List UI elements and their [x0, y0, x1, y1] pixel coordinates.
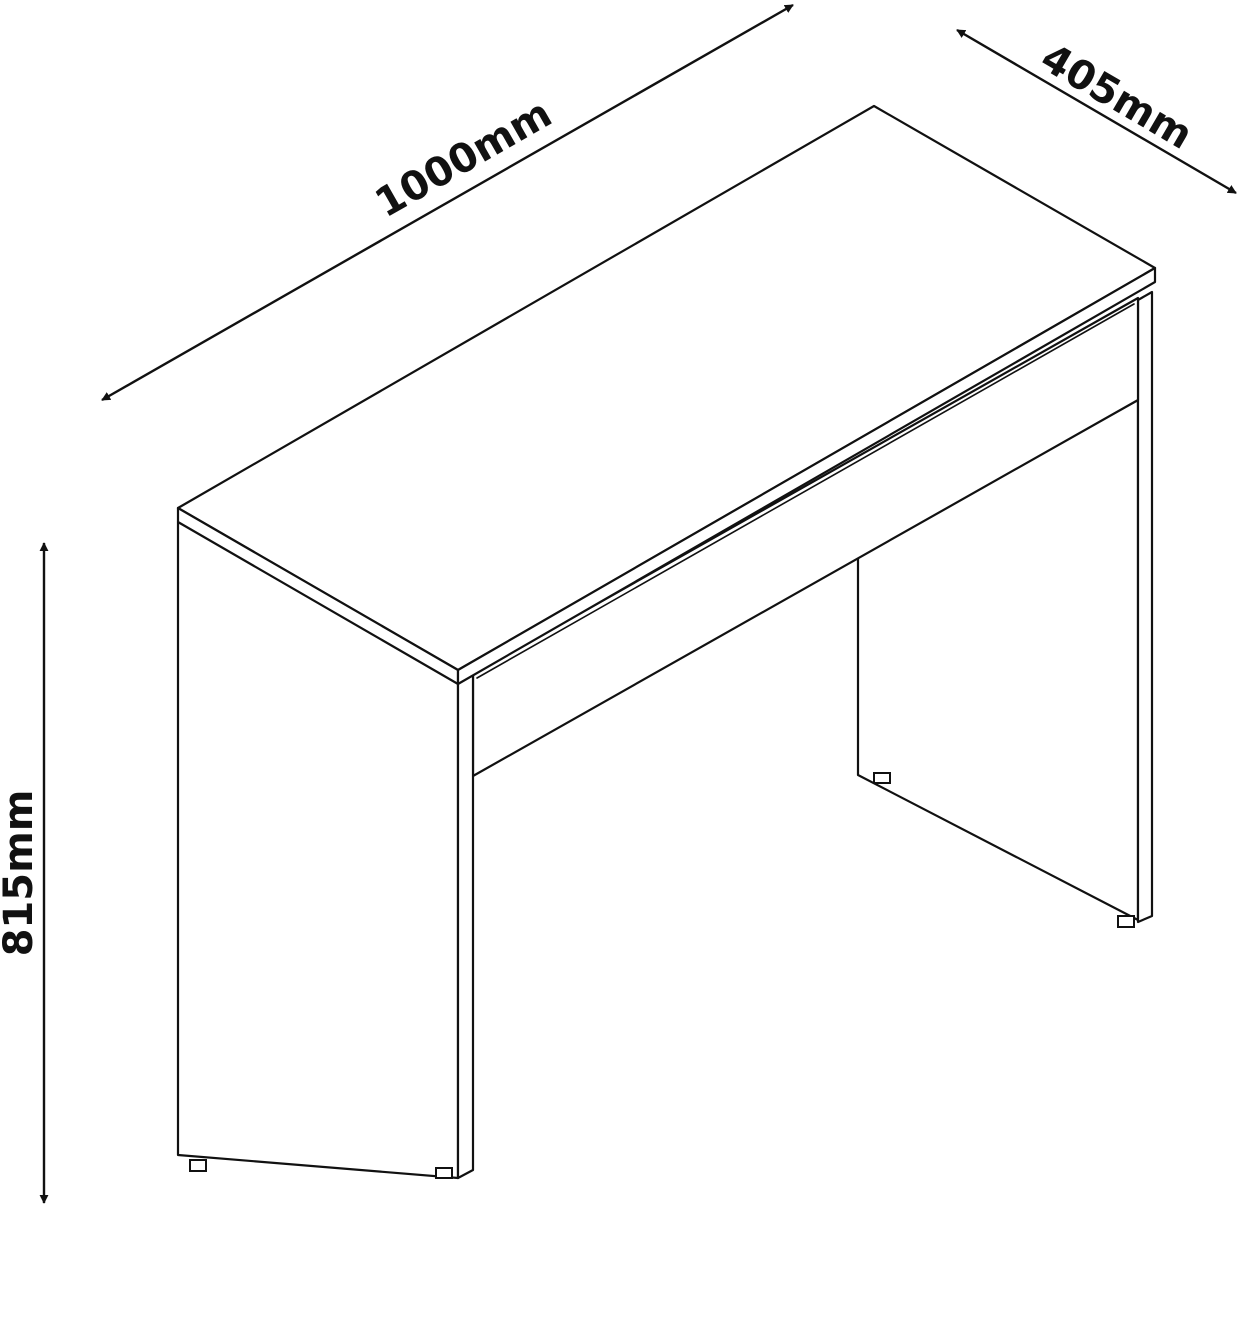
- depth-dimension-label: 405mm: [1033, 35, 1200, 159]
- height-dimension: 815mm: [0, 542, 49, 1204]
- depth-dimension: 405mm: [956, 28, 1237, 195]
- height-dimension-label: 815mm: [0, 790, 42, 957]
- right-leg-panel: [1117, 290, 1154, 928]
- depth-dimension-line: [956, 28, 1237, 195]
- width-dimension-line: [101, 3, 794, 402]
- width-dimension-label: 1000mm: [368, 90, 560, 226]
- desk-illustration: [176, 104, 1157, 1180]
